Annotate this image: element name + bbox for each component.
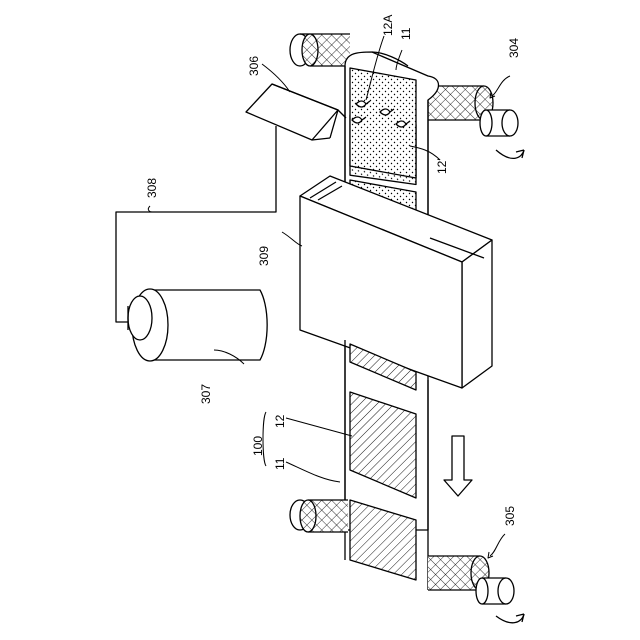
- conveyance-arrow: [444, 436, 472, 496]
- label-applied-layer: 12': [435, 158, 449, 174]
- label-product: 100: [251, 436, 265, 456]
- label-upper-roller: 304: [507, 38, 521, 58]
- label-chamber: 309: [257, 246, 271, 266]
- label-film-top: 11: [399, 27, 413, 40]
- tank: [128, 289, 267, 361]
- label-pattern: 12: [273, 414, 287, 428]
- label-lower-roller: 305: [503, 506, 517, 526]
- dispenser: [246, 84, 346, 140]
- label-tank: 307: [199, 384, 213, 404]
- label-droplets: 12A: [381, 15, 395, 36]
- chamber: [300, 176, 492, 388]
- label-pipe: 308: [145, 178, 159, 198]
- label-dispenser: 306: [247, 56, 261, 76]
- label-film-bottom: 11: [273, 457, 287, 470]
